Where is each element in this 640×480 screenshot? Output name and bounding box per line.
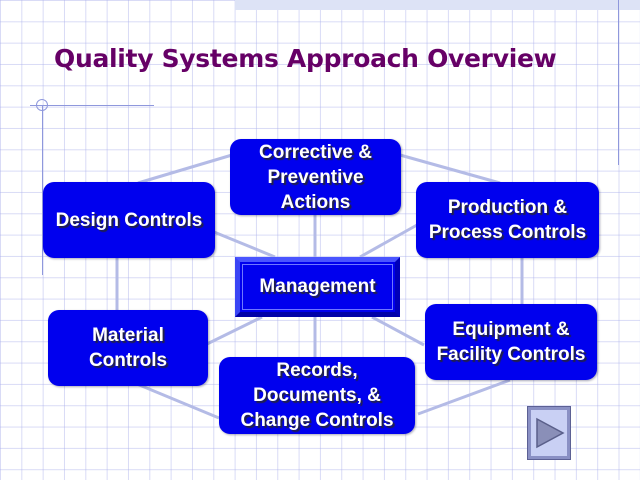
spoke-equipment	[371, 315, 425, 347]
node-label: Design Controls	[55, 209, 203, 231]
spoke-material	[206, 315, 263, 346]
link-equipment-records	[417, 378, 511, 416]
node-label: Production & Process Controls	[428, 197, 587, 243]
spoke-production	[359, 223, 418, 259]
top-decorative-band	[235, 0, 640, 10]
spoke-design	[213, 230, 276, 259]
node-records-documents-change-controls[interactable]: Records, Documents, & Change Controls	[219, 357, 415, 434]
link-material-records	[136, 382, 220, 420]
node-corrective-preventive-actions[interactable]: Corrective & Preventive Actions	[230, 139, 401, 215]
rule-circle-ornament	[36, 99, 48, 111]
node-production-process-controls[interactable]: Production & Process Controls	[416, 182, 599, 258]
next-slide-button[interactable]	[527, 406, 571, 460]
link-corrective-production	[399, 153, 501, 185]
title-underline-rule	[30, 105, 154, 106]
right-decorative-rule	[618, 0, 619, 165]
link-design-corrective	[137, 153, 233, 185]
center-label: Management	[259, 276, 376, 297]
node-label: Equipment & Facility Controls	[436, 319, 586, 365]
node-management-center[interactable]: Management	[235, 257, 400, 317]
left-vertical-rule	[42, 105, 43, 275]
node-label: Corrective & Preventive Actions	[259, 141, 372, 213]
node-equipment-facility-controls[interactable]: Equipment & Facility Controls	[425, 304, 597, 380]
node-material-controls[interactable]: Material Controls	[48, 310, 208, 386]
node-label: Records, Documents, & Change Controls	[240, 360, 394, 431]
node-label: Material Controls	[88, 325, 168, 371]
slide-title: Quality Systems Approach Overview	[54, 44, 557, 73]
node-design-controls[interactable]: Design Controls	[43, 182, 215, 258]
play-triangle-icon	[536, 417, 565, 449]
